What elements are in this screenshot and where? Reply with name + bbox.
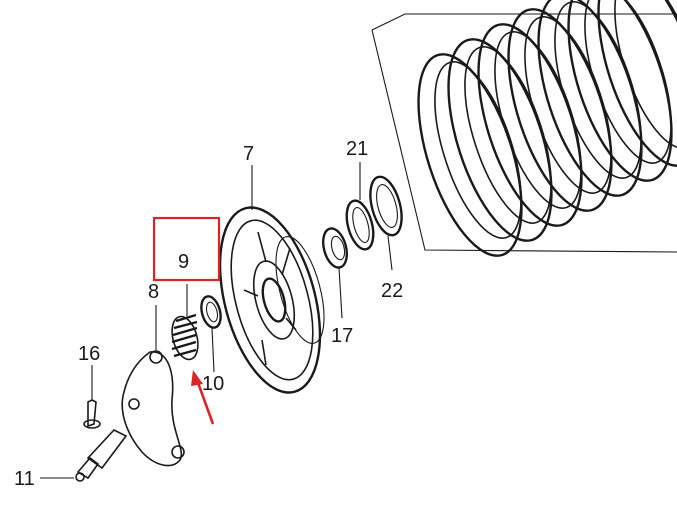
callout-16: 16: [78, 343, 100, 365]
part-21-snap-ring: [345, 162, 375, 251]
red-pointer-arrow: [191, 370, 215, 425]
part-11-lifter-piece: [40, 429, 128, 482]
part-22-washer: [369, 175, 403, 271]
callout-17: 17: [331, 325, 353, 347]
callout-21: 21: [346, 138, 368, 160]
callout-10: 10: [202, 373, 224, 395]
callout-9: 9: [178, 251, 189, 273]
part-10-washer: [200, 295, 222, 373]
callout-22: 22: [381, 280, 403, 302]
callout-8: 8: [148, 281, 159, 303]
callout-9-highlight-box: [152, 216, 221, 282]
callout-11: 11: [14, 468, 35, 490]
part-7-pressure-plate: [218, 165, 325, 394]
part-9-spring: [171, 284, 199, 361]
part-16-bolt: [83, 365, 101, 429]
part-17-lock-nut: [321, 227, 349, 319]
part-8-lifter-plate: [121, 305, 185, 467]
clutch-plate-stack: [371, 0, 677, 257]
callout-7: 7: [243, 143, 254, 165]
